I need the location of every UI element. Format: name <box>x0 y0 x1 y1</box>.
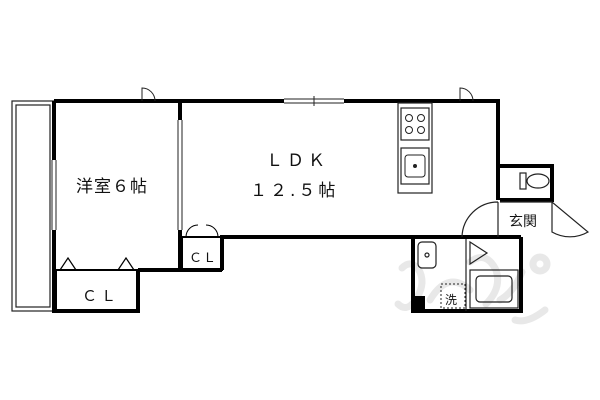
ldk-size-label: １２.５帖 <box>250 181 339 201</box>
kitchen-counter <box>397 102 433 194</box>
washbasin-icon <box>417 241 437 269</box>
utility-shaft <box>415 296 425 310</box>
ldk-label: ＬＤＫ <box>266 151 329 171</box>
window-frames <box>51 96 344 230</box>
western-room-label: 洋室６帖 <box>76 177 148 197</box>
balcony <box>11 100 55 312</box>
closet-large-label: ＣＬ <box>82 287 121 305</box>
closet-large <box>55 256 139 312</box>
toilet-icon <box>519 172 550 190</box>
washer-space <box>440 283 466 309</box>
entrance-door <box>461 200 590 238</box>
entrance-label: 玄関 <box>509 214 537 230</box>
closet-small <box>181 224 223 271</box>
stove-burner-icon <box>405 114 425 134</box>
door-swings <box>141 87 474 102</box>
washroom <box>465 239 489 311</box>
bathtub-icon <box>469 269 519 309</box>
closet-small-label: ＣＬ <box>189 251 218 266</box>
walls <box>52 99 554 313</box>
kitchen-sink-icon <box>404 154 426 178</box>
washer-label: 洗 <box>445 293 458 307</box>
